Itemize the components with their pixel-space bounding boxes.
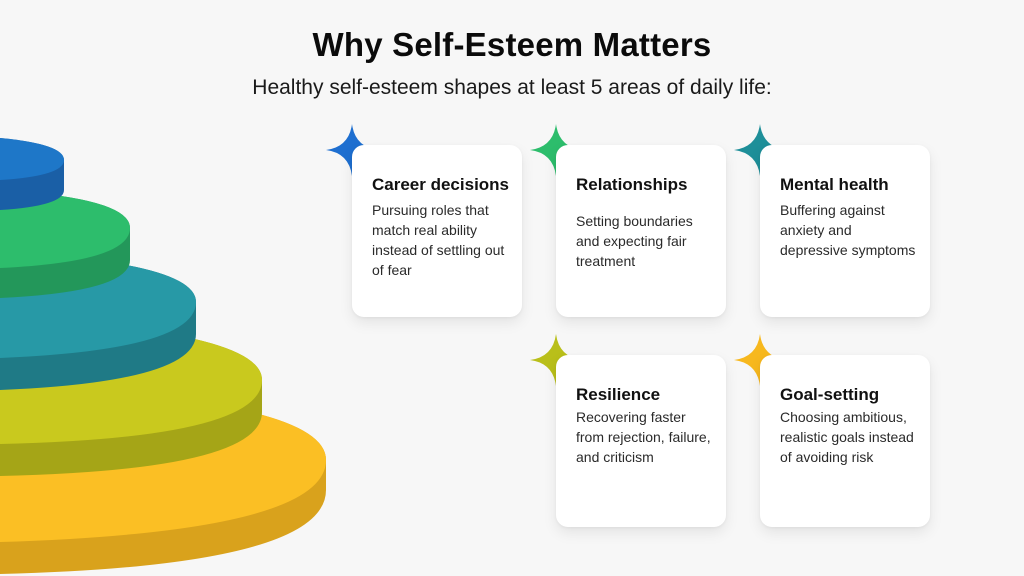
pyramid-tier-2 (0, 190, 130, 298)
sparkle-icon (734, 334, 786, 386)
page-subtitle: Healthy self-esteem shapes at least 5 ar… (252, 76, 772, 99)
card-career-decisions: Career decisions Pursuing roles that mat… (352, 145, 522, 317)
pyramid-tier-1 (0, 138, 64, 210)
card-title: Mental health (780, 175, 889, 194)
card-title: Career decisions (372, 175, 510, 194)
card-description: Recovering faster from rejection, failur… (576, 409, 711, 465)
card-description: Setting boundaries and expecting fair tr… (576, 213, 693, 269)
sparkle-icon (530, 124, 582, 176)
sparkle-icon (530, 334, 582, 386)
card-description: Pursuing roles that match real ability i… (372, 202, 505, 278)
page-title: Why Self-Esteem Matters (312, 26, 712, 63)
card-description: Choosing ambitious, realistic goals inst… (780, 409, 914, 465)
card-title: Goal-setting (780, 385, 880, 404)
card-title: Resilience (576, 385, 661, 404)
card-relationships: Relationships Setting boundaries and exp… (556, 145, 726, 317)
card-title: Relationships (576, 175, 688, 194)
sparkle-icon (326, 124, 378, 176)
card-mental-health: Mental health Buffering against anxiety … (760, 145, 930, 317)
stacked-pyramid-illustration (0, 138, 326, 574)
sparkle-icon (734, 124, 786, 176)
card-resilience: Resilience Recovering faster from reject… (556, 355, 726, 527)
card-goal-setting: Goal-setting Choosing ambitious, realist… (760, 355, 930, 527)
card-description: Buffering against anxiety and depressive… (780, 202, 916, 258)
